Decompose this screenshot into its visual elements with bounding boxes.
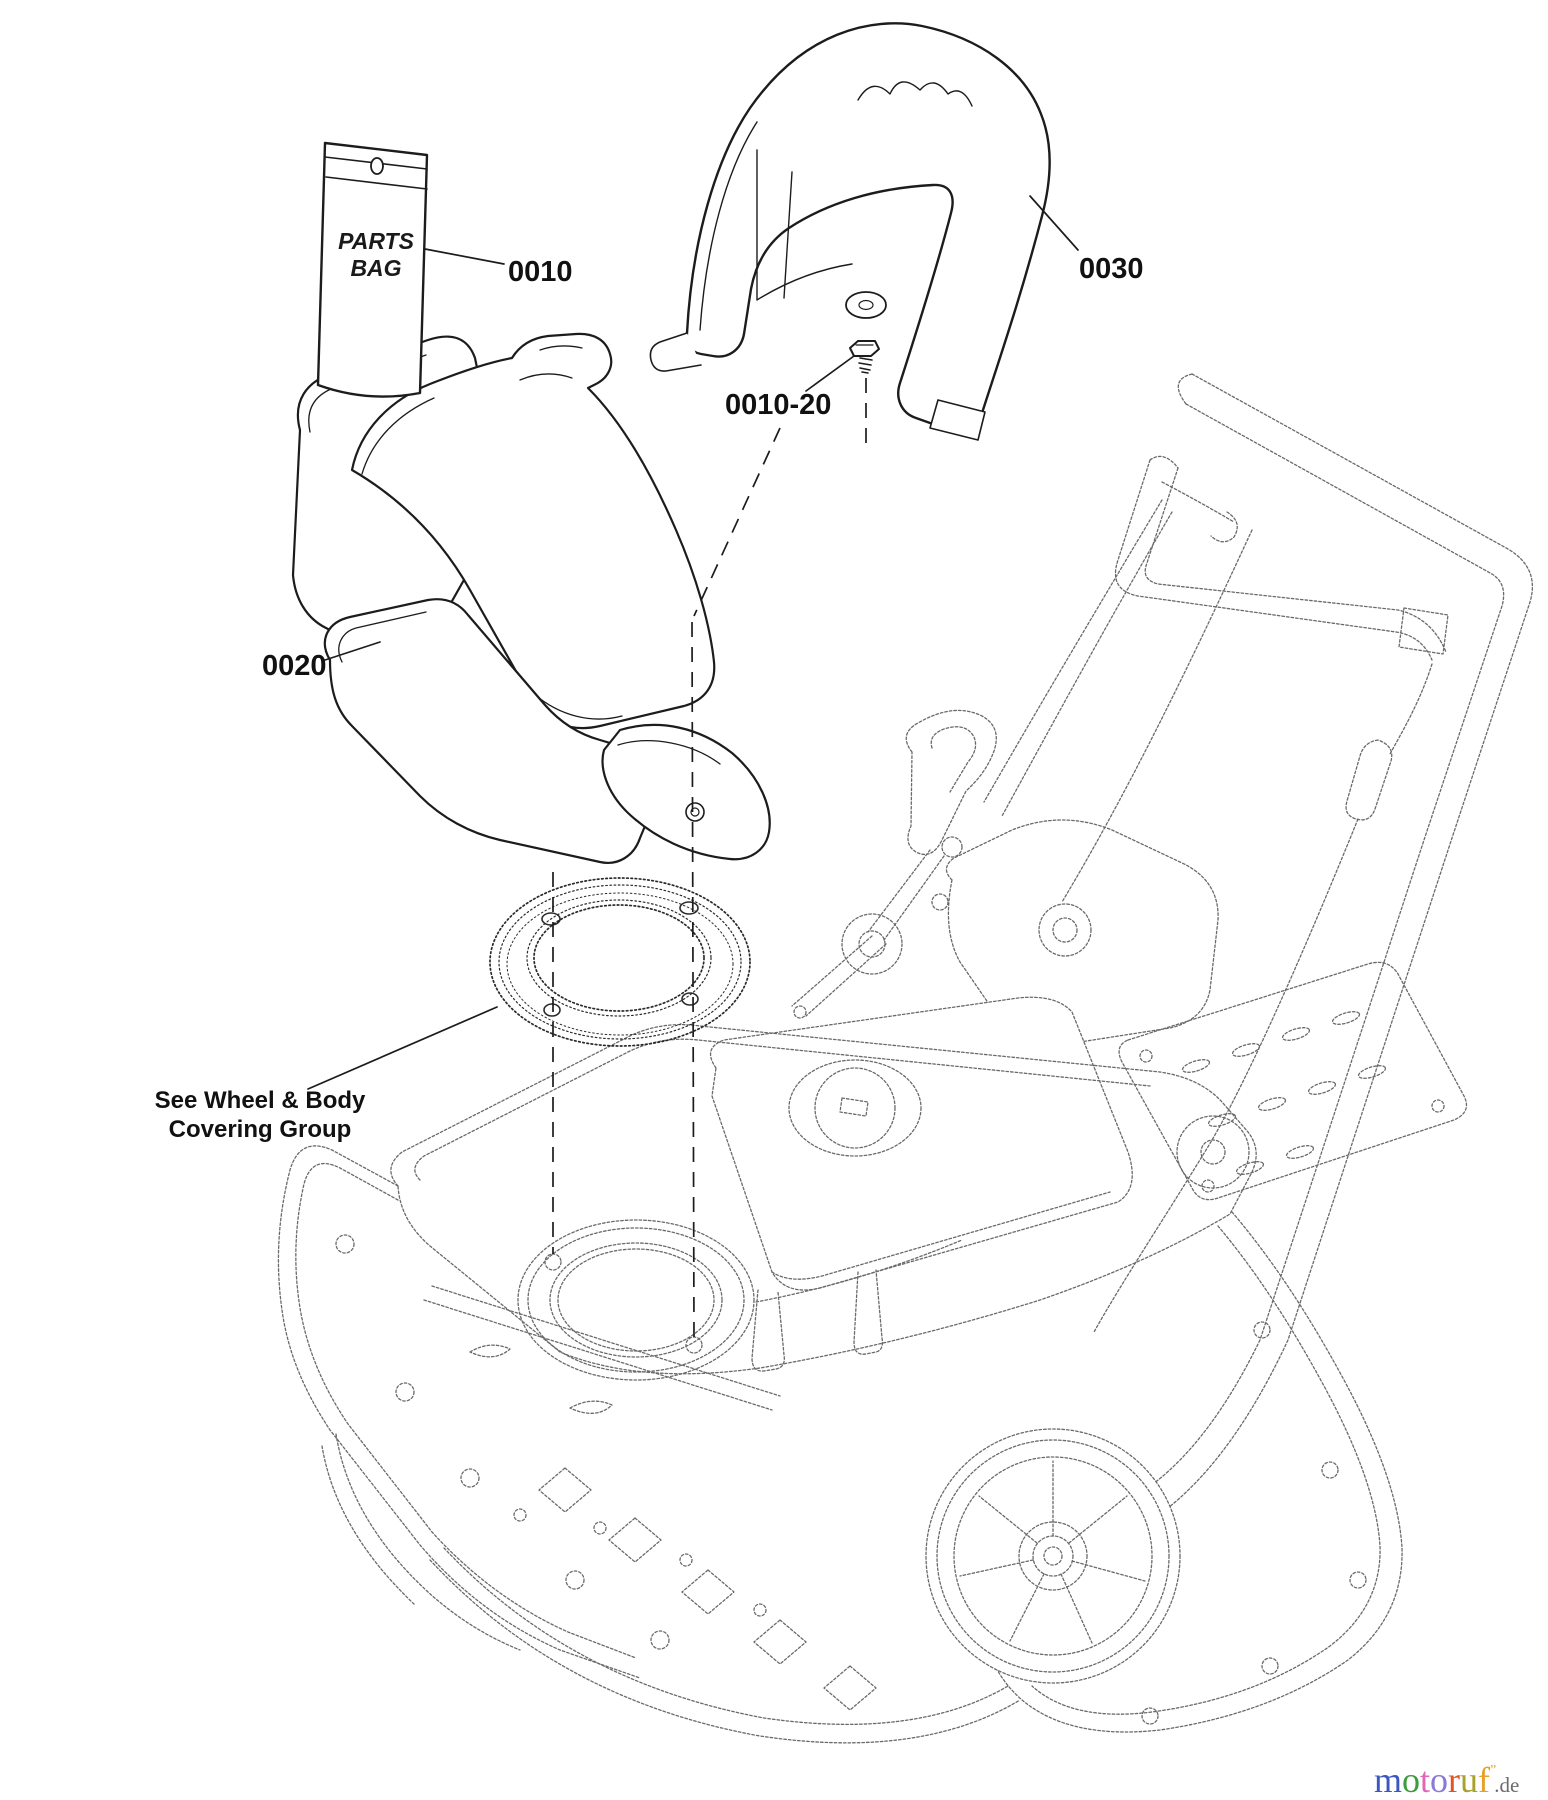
reference-note-line2: Covering Group bbox=[168, 1116, 352, 1143]
logo-tld: .de bbox=[1494, 1773, 1520, 1797]
friction-ring-part bbox=[489, 877, 751, 1047]
logo-letter: m bbox=[1374, 1760, 1403, 1800]
console-cover-0030 bbox=[649, 22, 1051, 441]
logo-letter: o bbox=[1430, 1760, 1449, 1800]
logo-letter: t bbox=[1420, 1760, 1431, 1800]
logo-letter: u bbox=[1460, 1760, 1479, 1800]
part-label-0030: 0030 bbox=[1079, 253, 1144, 285]
part-label-0010-20: 0010-20 bbox=[725, 389, 832, 421]
part-label-0010: 0010 bbox=[508, 256, 573, 288]
screw-0010-20 bbox=[849, 340, 880, 374]
part-label-0020: 0020 bbox=[262, 650, 327, 682]
motoruf-logo[interactable]: motoruf”.de bbox=[1374, 1748, 1544, 1800]
parts-bag-label-line2: BAG bbox=[350, 255, 402, 281]
reference-note: See Wheel & Body Covering Group bbox=[140, 1086, 380, 1144]
cover-assembly-0020 bbox=[291, 332, 771, 864]
leader-lines bbox=[307, 195, 1079, 1090]
logo-letter: r bbox=[1448, 1760, 1461, 1800]
assembly-dashed-connectors bbox=[552, 378, 867, 1339]
logo-trademark-mark: ” bbox=[1490, 1763, 1496, 1778]
reference-note-line1: See Wheel & Body bbox=[154, 1087, 366, 1114]
parts-bag bbox=[316, 141, 429, 398]
logo-letter: f bbox=[1478, 1760, 1491, 1800]
parts-bag-label-line1: PARTS bbox=[338, 228, 414, 254]
logo-letter: o bbox=[1402, 1760, 1421, 1800]
parts-bag-label: PARTS BAG bbox=[322, 228, 430, 282]
machine-sketch bbox=[277, 373, 1534, 1744]
